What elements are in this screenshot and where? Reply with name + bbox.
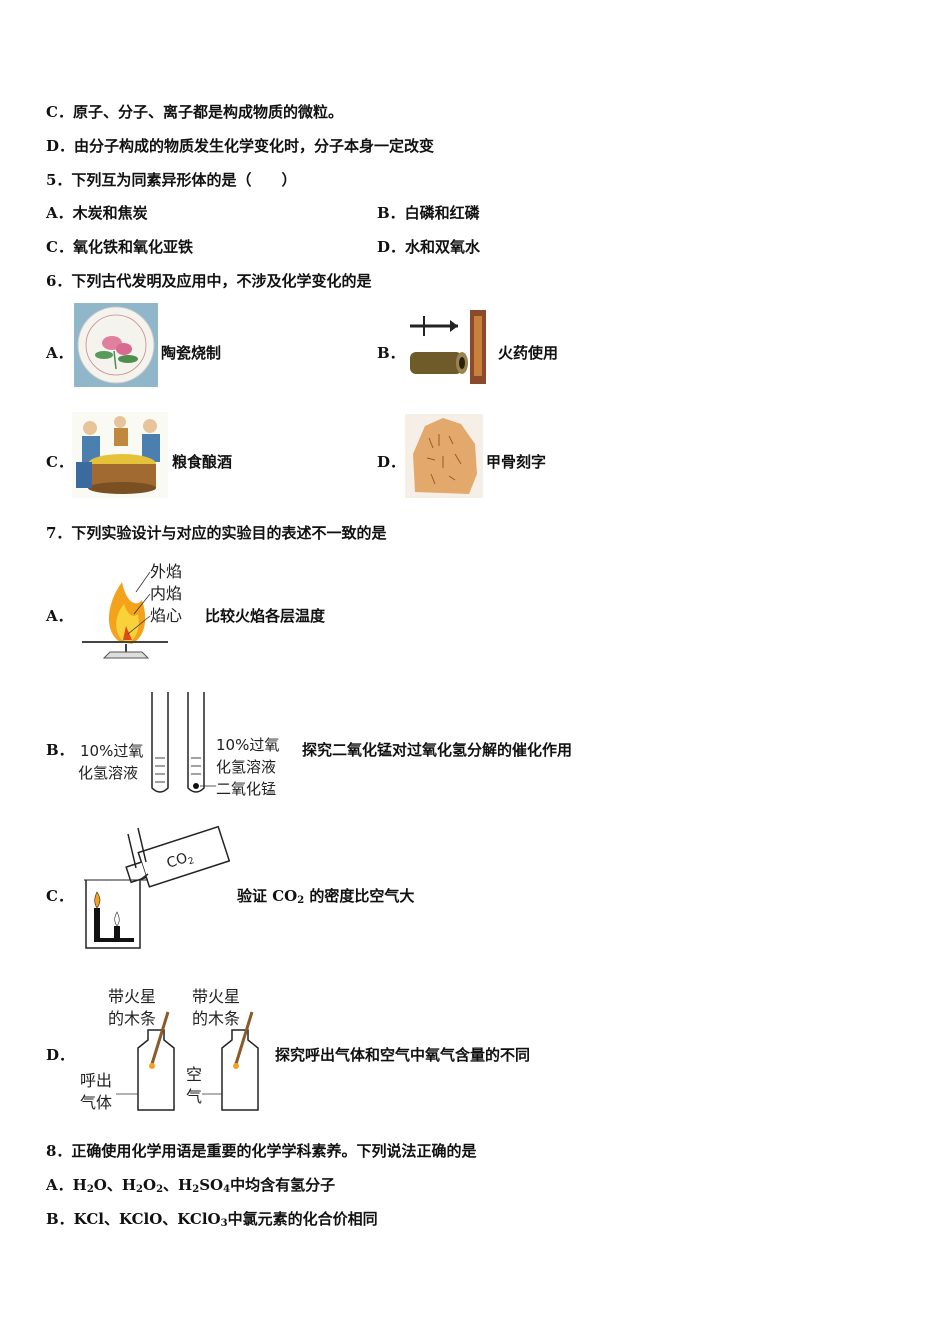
label-right-splint-2: 的木条 (192, 1009, 240, 1028)
question-8: 8．正确使用化学用语是重要的化学学科素养。下列说法正确的是 (46, 1142, 477, 1160)
label-left-splint-1: 带火星 (108, 987, 156, 1006)
label-exhaled-1: 呼出 (80, 1071, 112, 1090)
label-air-1: 空 (186, 1065, 202, 1084)
q7-caption-c: 验证 CO2 的密度比空气大 (237, 887, 415, 906)
label-flame-core: 焰心 (150, 606, 182, 625)
option-d-prev: D．由分子构成的物质发生化学变化时，分子本身一定改变 (46, 137, 435, 155)
label-right-tube-3: 二氧化锰 (216, 780, 276, 798)
test-tubes-diagram: 10%过氧 化氢溶液 10%过氧 化氢溶液 二氧化锰 (78, 692, 279, 798)
q8-option-b: B．KCl、KClO、KClO3中氯元素的化合价相同 (46, 1210, 378, 1229)
oracle-bone-image (405, 414, 483, 498)
q6-caption-b: 火药使用 (498, 344, 559, 362)
q7-caption-a: 比较火焰各层温度 (205, 607, 326, 625)
flame-layers-diagram: 外焰 内焰 焰心 (82, 562, 182, 659)
label-air-2: 气 (186, 1087, 202, 1106)
q6-letter-b: B． (377, 344, 405, 362)
question-7: 7．下列实验设计与对应的实验目的表述不一致的是 (46, 524, 387, 542)
label-inner-flame: 内焰 (150, 584, 182, 603)
label-right-tube-2: 化氢溶液 (216, 758, 276, 776)
q7-caption-b: 探究二氧化锰对过氧化氢分解的催化作用 (302, 741, 573, 759)
q6-caption-a: 陶瓷烧制 (161, 344, 222, 362)
option-c-prev: C．原子、分子、离子都是构成物质的微粒。 (46, 103, 343, 121)
q7-letter-a: A． (46, 607, 73, 625)
q7-letter-d: D． (46, 1046, 75, 1064)
question-5: 5．下列互为同素异形体的是（ ） (46, 171, 297, 189)
label-outer-flame: 外焰 (150, 562, 182, 581)
q6-letter-d: D． (377, 453, 406, 471)
label-right-tube-1: 10%过氧 (216, 736, 279, 754)
gunpowder-weapon-image (410, 310, 486, 384)
q8-option-a: A．H2O、H2O2、H2SO4中均含有氢分子 (46, 1176, 336, 1195)
q7-letter-b: B． (46, 741, 74, 759)
label-left-tube-2: 化氢溶液 (78, 764, 138, 782)
q7-caption-d: 探究呼出气体和空气中氧气含量的不同 (275, 1046, 531, 1064)
question-6: 6．下列古代发明及应用中，不涉及化学变化的是 (46, 272, 372, 290)
co2-pouring-diagram: CO2 (84, 825, 230, 949)
q7-letter-c: C． (46, 887, 73, 905)
grain-brewing-image (72, 412, 168, 498)
label-exhaled-2: 气体 (80, 1093, 112, 1112)
q5-option-d: D．水和双氧水 (377, 238, 481, 256)
bottles-splint-diagram: 带火星 的木条 带火星 的木条 呼出 气体 空 气 (80, 987, 259, 1112)
q6-caption-c: 粮食酿酒 (172, 453, 233, 471)
q5-option-a: A．木炭和焦炭 (46, 204, 148, 222)
porcelain-plate-image (74, 303, 158, 387)
label-co2: CO2 (165, 848, 196, 873)
q6-caption-d: 甲骨刻字 (486, 453, 547, 471)
q6-letter-c: C． (46, 453, 73, 471)
q6-letter-a: A． (46, 344, 73, 362)
q5-option-c: C．氧化铁和氧化亚铁 (46, 238, 193, 256)
label-right-splint-1: 带火星 (192, 987, 240, 1006)
label-left-tube-1: 10%过氧 (80, 742, 143, 760)
label-left-splint-2: 的木条 (108, 1009, 156, 1028)
q5-option-b: B．白磷和红磷 (377, 204, 480, 222)
